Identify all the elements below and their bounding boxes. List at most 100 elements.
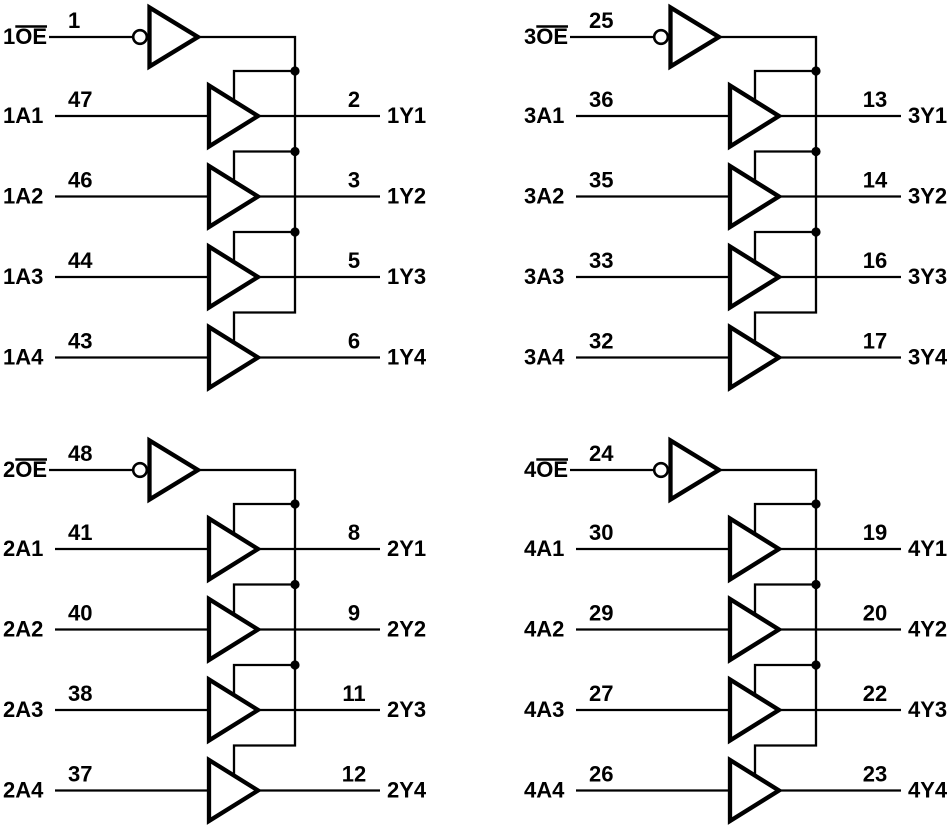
output-label: 3Y4 — [908, 345, 948, 370]
buffer-triangle — [206, 756, 263, 825]
output-label: 4Y1 — [908, 536, 947, 561]
enable-stub — [232, 69, 295, 103]
output-pin-number: 2 — [348, 87, 360, 112]
input-label: 1A1 — [3, 103, 43, 128]
oe-inverter-bubble — [652, 28, 670, 46]
enable-stub — [753, 69, 816, 103]
input-pin-number: 27 — [589, 681, 613, 706]
junction-dot — [811, 227, 821, 237]
junction-dot — [811, 579, 821, 590]
input-label: 3A3 — [524, 264, 564, 289]
oe-inverter-bubble — [131, 461, 149, 479]
oe-label-base: OE — [536, 457, 568, 482]
output-pin-number: 12 — [342, 762, 366, 787]
input-label: 4A2 — [524, 617, 564, 642]
oe-label: 4OE — [524, 457, 568, 482]
buffer-triangle — [727, 323, 784, 392]
buffer-triangle — [206, 675, 263, 745]
enable-stub — [753, 502, 816, 536]
oe-pin-number: 25 — [589, 8, 613, 33]
oe-label-prefix: 2 — [3, 457, 15, 482]
buffer-triangle — [206, 514, 263, 584]
junction-dot — [811, 146, 821, 157]
junction-dot — [290, 146, 300, 157]
oe-label: 2OE — [3, 457, 47, 482]
junction-dot — [290, 66, 300, 76]
enable-stub — [232, 150, 295, 184]
output-pin-number: 11 — [342, 681, 365, 706]
input-label: 3A2 — [524, 184, 564, 209]
junction-dot — [290, 579, 300, 590]
input-pin-number: 33 — [589, 248, 613, 273]
oe-driver-triangle — [668, 436, 724, 504]
oe-label-prefix: 3 — [524, 24, 536, 49]
input-label: 1A2 — [3, 184, 43, 209]
output-pin-number: 23 — [863, 762, 887, 787]
output-label: 3Y1 — [908, 103, 947, 128]
oe-label-prefix: 4 — [524, 457, 537, 482]
output-pin-number: 8 — [348, 520, 360, 545]
buffer-triangle — [727, 756, 784, 825]
input-label: 4A1 — [524, 536, 564, 561]
enable-stub — [753, 583, 816, 617]
output-label: 3Y2 — [908, 184, 947, 209]
input-label: 4A4 — [524, 778, 565, 803]
output-pin-number: 14 — [863, 168, 888, 193]
input-label: 1A4 — [3, 345, 44, 370]
output-pin-number: 5 — [348, 248, 360, 273]
output-label: 1Y2 — [387, 184, 426, 209]
enable-rail — [719, 35, 818, 345]
input-pin-number: 29 — [589, 601, 613, 626]
output-label: 4Y4 — [908, 778, 948, 803]
enable-rail — [198, 35, 297, 345]
input-pin-number: 44 — [68, 248, 93, 273]
input-pin-number: 38 — [68, 681, 92, 706]
input-pin-number: 26 — [589, 762, 613, 787]
junction-dot — [290, 227, 300, 237]
output-pin-number: 13 — [863, 87, 887, 112]
junction-dot — [290, 660, 300, 670]
oe-pin-number: 1 — [68, 8, 80, 33]
oe-pin-number: 48 — [68, 441, 92, 466]
output-label: 2Y4 — [387, 778, 427, 803]
oe-inverter-bubble — [652, 461, 670, 479]
oe-label: 1OE — [3, 24, 47, 49]
output-pin-number: 6 — [348, 329, 360, 354]
output-pin-number: 17 — [863, 329, 887, 354]
oe-driver-triangle — [668, 3, 724, 71]
junction-dot — [811, 660, 821, 670]
input-label: 2A3 — [3, 697, 43, 722]
input-label: 2A4 — [3, 778, 44, 803]
junction-dot — [290, 499, 300, 509]
output-label: 3Y3 — [908, 264, 947, 289]
output-label: 1Y4 — [387, 345, 427, 370]
input-label: 4A3 — [524, 697, 564, 722]
output-pin-number: 20 — [863, 601, 887, 626]
output-pin-number: 16 — [863, 248, 887, 273]
enable-rail — [198, 468, 297, 778]
junction-dot — [811, 499, 821, 509]
junction-dot — [811, 66, 821, 76]
buffer-triangle — [727, 675, 784, 745]
input-pin-number: 30 — [589, 520, 613, 545]
enable-stub — [232, 502, 295, 536]
oe-pin-number: 24 — [589, 441, 614, 466]
output-pin-number: 9 — [348, 601, 360, 626]
enable-stub — [232, 663, 295, 697]
enable-rail — [719, 468, 818, 778]
enable-stub — [753, 663, 816, 697]
buffer-triangle — [727, 81, 784, 151]
input-pin-number: 37 — [68, 762, 92, 787]
input-pin-number: 32 — [589, 329, 613, 354]
buffer-triangle — [727, 595, 784, 664]
output-label: 1Y1 — [387, 103, 426, 128]
output-label: 4Y3 — [908, 697, 947, 722]
buffer-triangle — [727, 162, 784, 231]
buffer-triangle — [727, 514, 784, 584]
